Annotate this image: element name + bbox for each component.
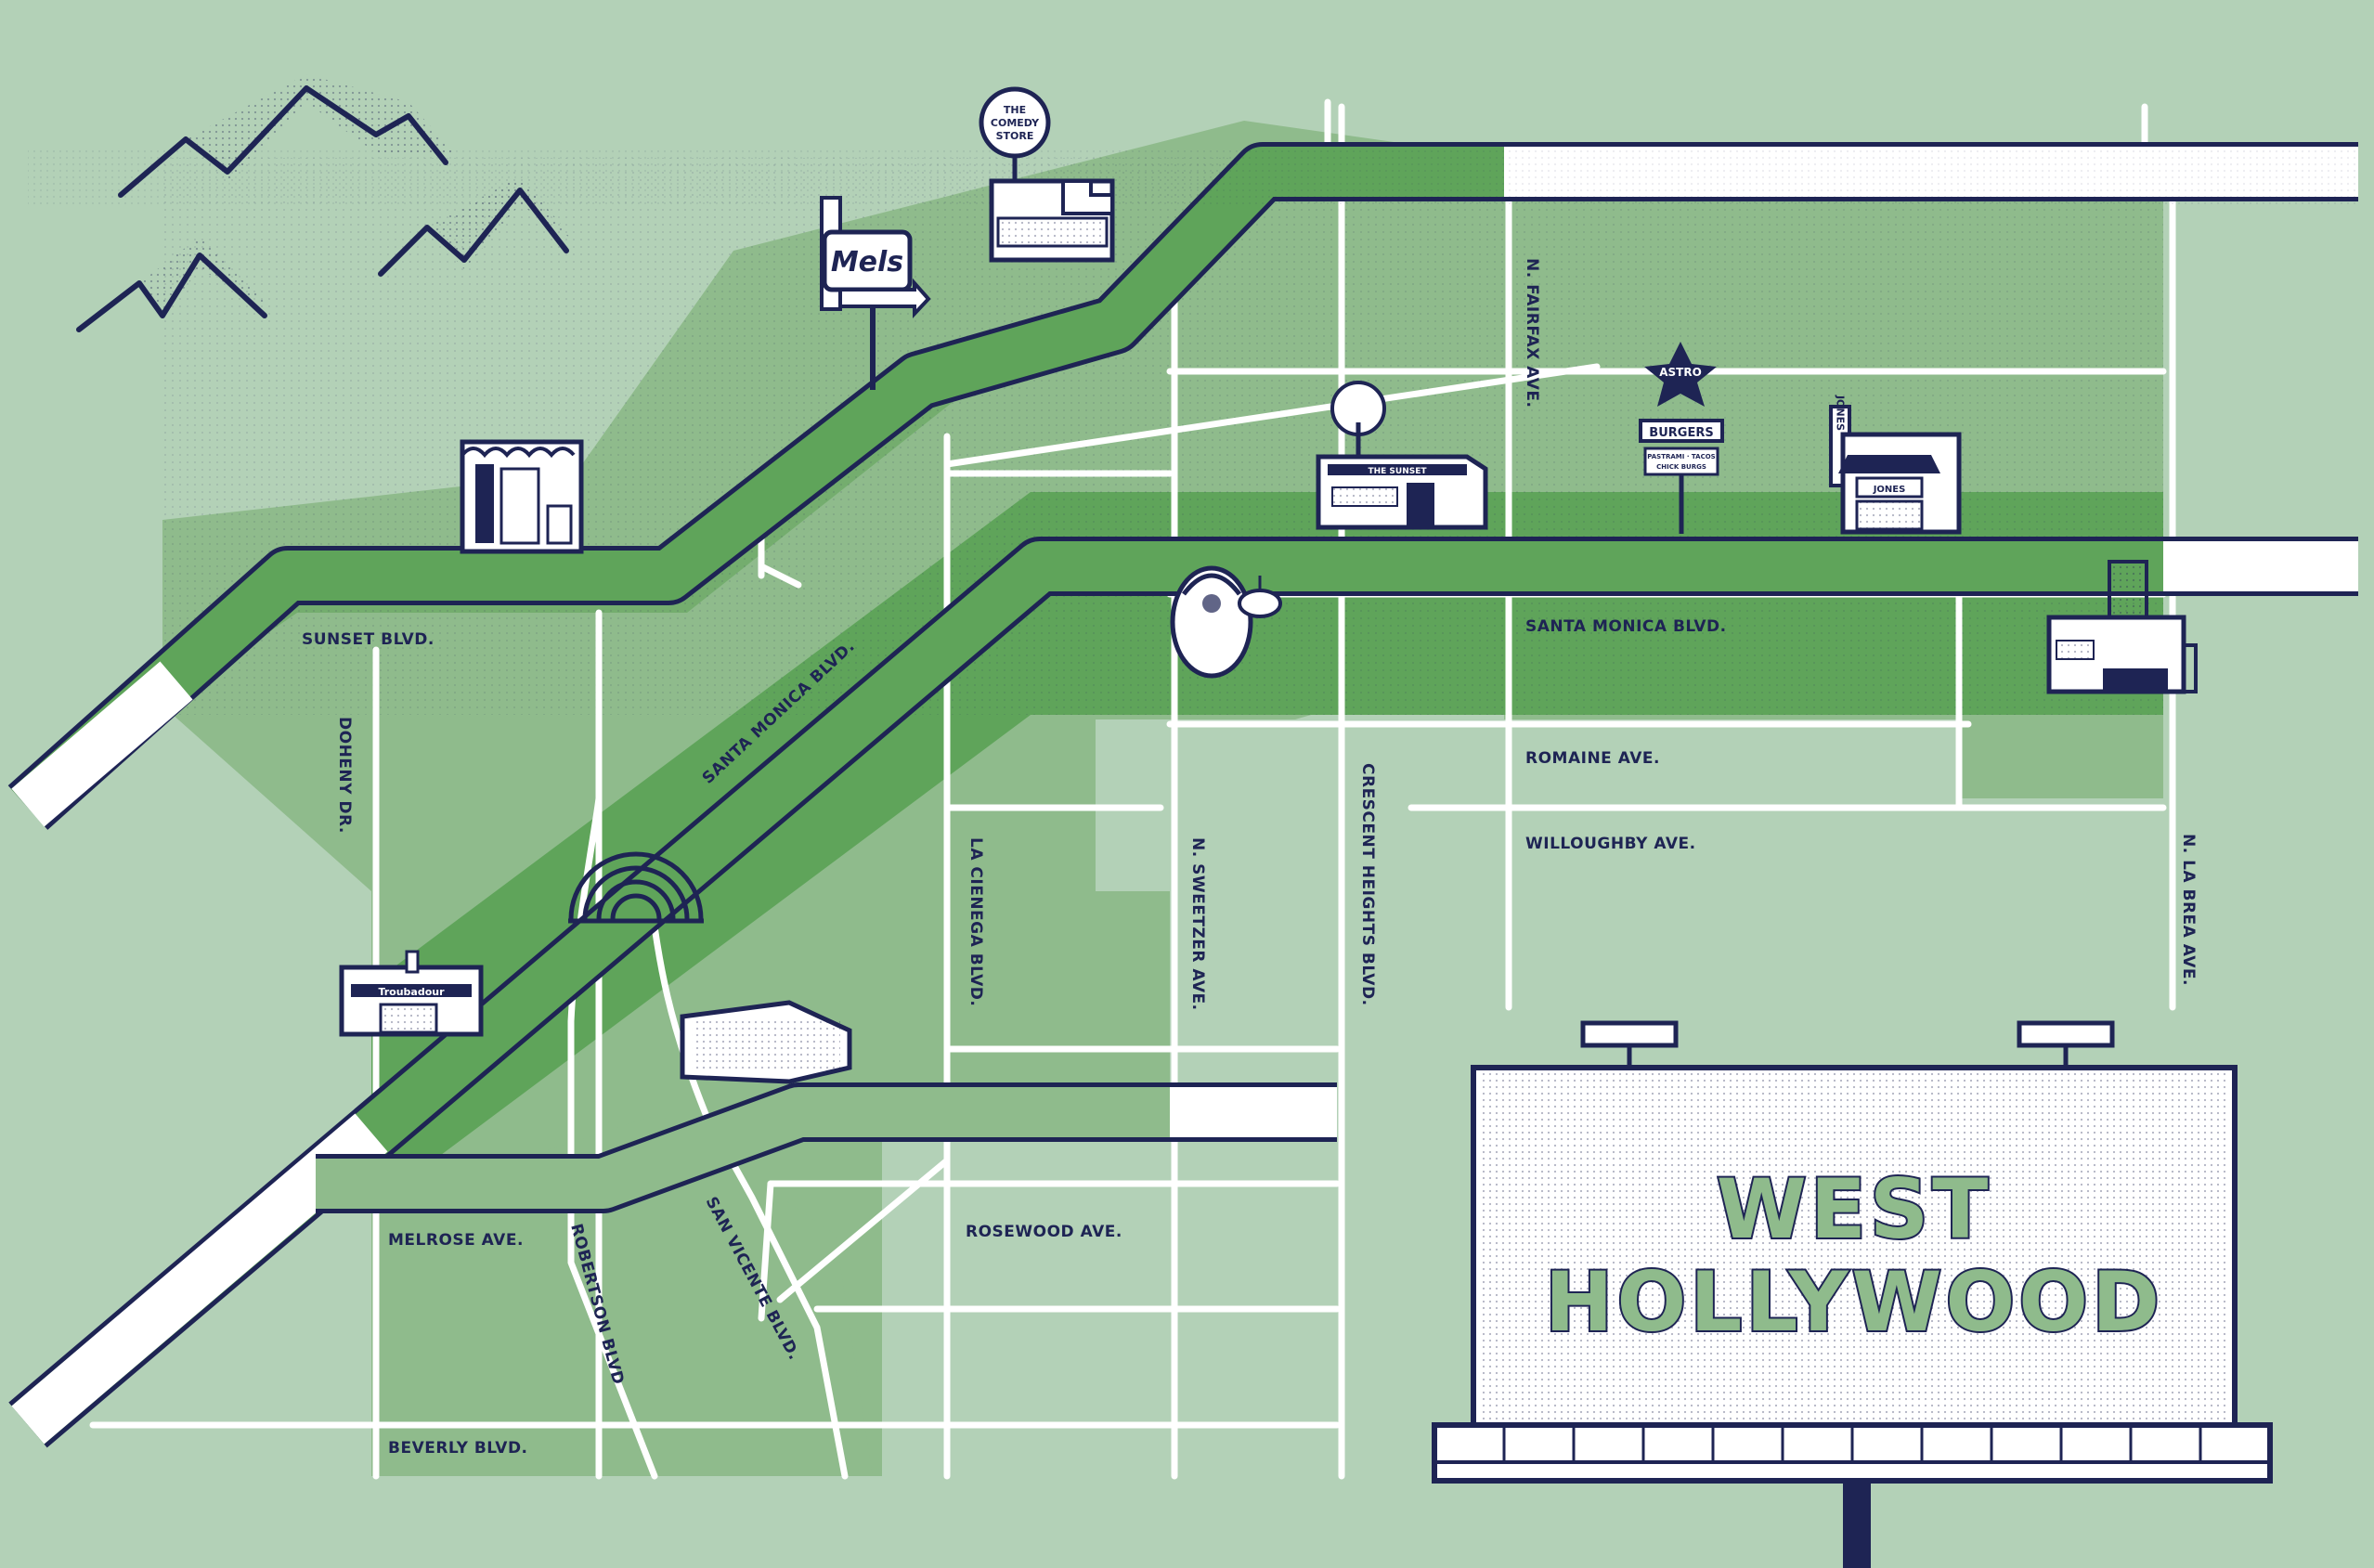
west-hollywood-billboard: WEST HOLLYWOOD xyxy=(1432,1020,2273,1568)
santa-monica-blvd-label: SANTA MONICA BLVD. xyxy=(1525,617,1727,636)
mels-sign-text: Mels xyxy=(831,246,903,279)
comedy-store-landmark[interactable]: THE COMEDY STORE xyxy=(979,86,1115,263)
la-cienega-blvd-label: LA CIENEGA BLVD. xyxy=(966,837,985,1006)
burgers-sign-text: BURGERS xyxy=(1649,426,1713,440)
la-brea-building-landmark[interactable] xyxy=(2046,560,2198,694)
comedy-store-sign-line2: COMEDY xyxy=(991,117,1040,129)
troubadour-landmark[interactable]: Troubadour xyxy=(339,950,484,1037)
romaine-ave-label: ROMAINE AVE. xyxy=(1525,749,1660,768)
melrose-ave-label: MELROSE AVE. xyxy=(388,1231,524,1250)
the-sunset-sign-text: THE SUNSET xyxy=(1368,467,1427,476)
comedy-store-sign-line3: STORE xyxy=(996,130,1034,142)
burger-waitress-icon xyxy=(1170,565,1282,679)
pacific-design-center-landmark[interactable] xyxy=(680,1000,852,1084)
mountain-stipple xyxy=(139,74,576,316)
sunset-blvd-label: SUNSET BLVD. xyxy=(302,630,435,649)
n-fairfax-ave-label: N. FAIRFAX AVE. xyxy=(1523,258,1541,408)
willoughby-ave-label: WILLOUGHBY AVE. xyxy=(1525,835,1696,853)
jones-vertical-sign: JONES xyxy=(1835,395,1847,431)
billboard-title-line1: WEST xyxy=(1717,1161,1992,1257)
mels-landmark[interactable]: Mels xyxy=(820,196,931,390)
n-sweetzer-ave-label: N. SWEETZER AVE. xyxy=(1188,837,1207,1011)
rosewood-ave-label: ROSEWOOD AVE. xyxy=(966,1223,1122,1241)
jones-awning-sign: JONES xyxy=(1873,485,1906,495)
burgers-menu-line1: PASTRAMI · TACOS xyxy=(1647,453,1715,460)
crescent-heights-blvd-label: CRESCENT HEIGHTS BLVD. xyxy=(1358,763,1377,1006)
jones-landmark[interactable]: JONES JONES xyxy=(1829,395,1962,535)
doheny-dr-label: DOHENY DR. xyxy=(335,717,354,834)
billboard-title-line2: HOLLYWOOD xyxy=(1545,1254,2163,1350)
burgers-menu-line2: CHICK BURGS xyxy=(1656,463,1706,471)
astro-sign-text: ASTRO xyxy=(1659,366,1702,379)
sunset-storefront-landmark[interactable] xyxy=(460,439,584,554)
boulevards xyxy=(7,142,2358,1448)
beverly-blvd-label: BEVERLY BLVD. xyxy=(388,1439,528,1458)
rainbow-arch-icon xyxy=(568,851,704,924)
troubadour-sign-text: Troubadour xyxy=(378,986,445,998)
astro-burgers-landmark[interactable]: ASTRO BURGERS PASTRAMI · TACOS CHICK BUR… xyxy=(1639,342,1724,534)
n-la-brea-ave-label: N. LA BREA AVE. xyxy=(2179,834,2198,986)
the-sunset-landmark[interactable]: THE SUNSET xyxy=(1316,381,1488,530)
comedy-store-sign-line1: THE xyxy=(1004,104,1026,116)
